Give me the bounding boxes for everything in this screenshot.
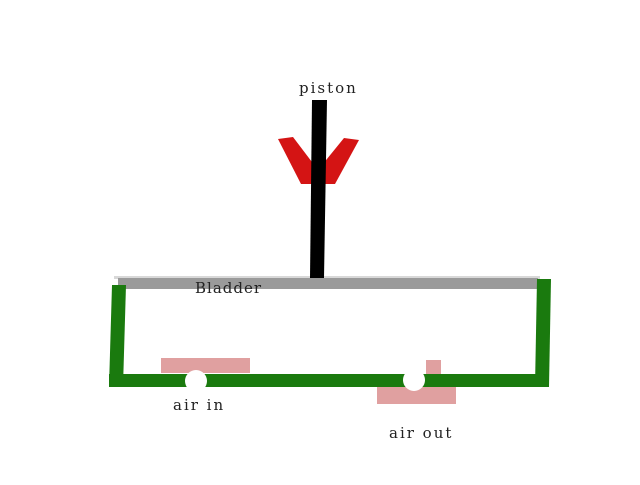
pipe-right-vertical [535,279,551,387]
bladder-label: Bladder [195,279,263,297]
air-in-port [185,370,207,392]
air-out-label: air out [389,424,454,442]
air-out-port [403,369,425,391]
air-in-flap [161,358,250,373]
pipe-loop [109,279,551,387]
air-out-flap-tab [426,360,441,374]
piston-valves [278,137,359,184]
pipe-left-vertical [109,285,126,387]
bladder [114,276,540,289]
piston-rod [310,100,327,278]
pipe-bottom [109,374,549,387]
piston-label: piston [299,79,358,97]
air-in-label: air in [173,396,226,414]
air-out-flap [377,387,456,404]
